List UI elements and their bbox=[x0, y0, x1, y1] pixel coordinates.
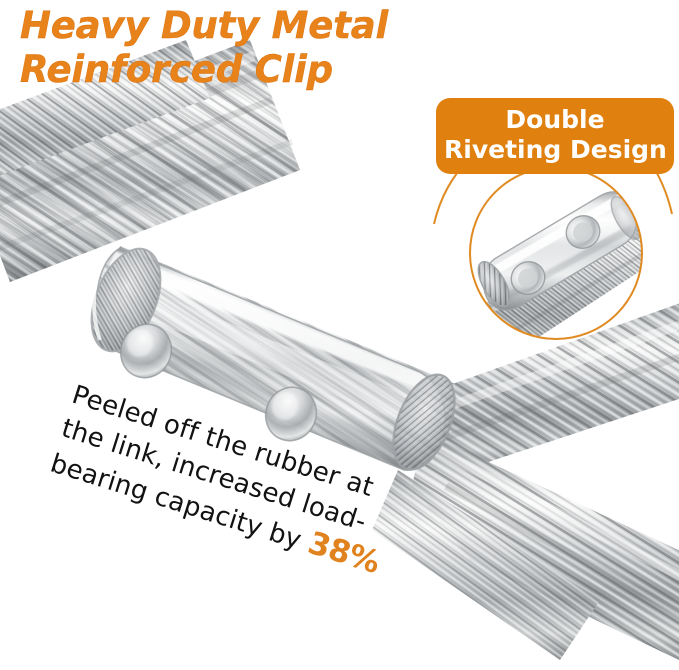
headline: Heavy Duty Metal Reinforced Clip bbox=[20, 4, 470, 92]
clip-right-opening bbox=[392, 373, 456, 471]
headline-line-2: Reinforced Clip bbox=[20, 48, 334, 91]
inset-rivet-2 bbox=[565, 215, 601, 249]
cable-upper-stub bbox=[0, 40, 210, 176]
badge-line-1: Double bbox=[505, 105, 605, 134]
cable-right-lower-strand bbox=[412, 432, 679, 660]
rivet-dimple-1 bbox=[119, 323, 173, 379]
rivet-dimple-2 bbox=[264, 386, 318, 442]
cable-lower-left-tail bbox=[372, 470, 600, 660]
inset-rivet-1 bbox=[510, 261, 546, 295]
cable-left-segment bbox=[0, 40, 300, 282]
double-riveting-design-badge: Double Riveting Design bbox=[436, 98, 674, 174]
metal-reinforced-clip bbox=[90, 247, 456, 471]
cable-right-upper-strand bbox=[430, 303, 679, 474]
badge-line-2: Riveting Design bbox=[444, 135, 667, 164]
inset-clip bbox=[477, 191, 642, 311]
headline-line-1: Heavy Duty Metal bbox=[20, 4, 389, 47]
